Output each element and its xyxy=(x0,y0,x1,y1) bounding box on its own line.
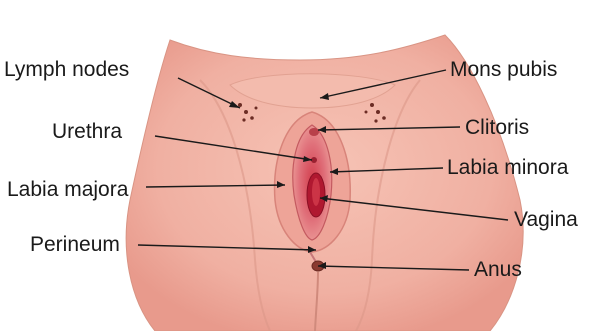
label-labia-minora: Labia minora xyxy=(447,156,568,180)
label-vagina: Vagina xyxy=(514,208,578,232)
label-clitoris: Clitoris xyxy=(465,116,529,140)
label-anus: Anus xyxy=(474,258,522,282)
clitoris-shape xyxy=(309,128,319,136)
label-mons-pubis: Mons pubis xyxy=(450,58,557,82)
label-urethra: Urethra xyxy=(52,120,122,144)
label-labia-majora: Labia majora xyxy=(7,178,128,202)
label-lymph-nodes: Lymph nodes xyxy=(4,58,129,82)
label-perineum: Perineum xyxy=(30,233,120,257)
